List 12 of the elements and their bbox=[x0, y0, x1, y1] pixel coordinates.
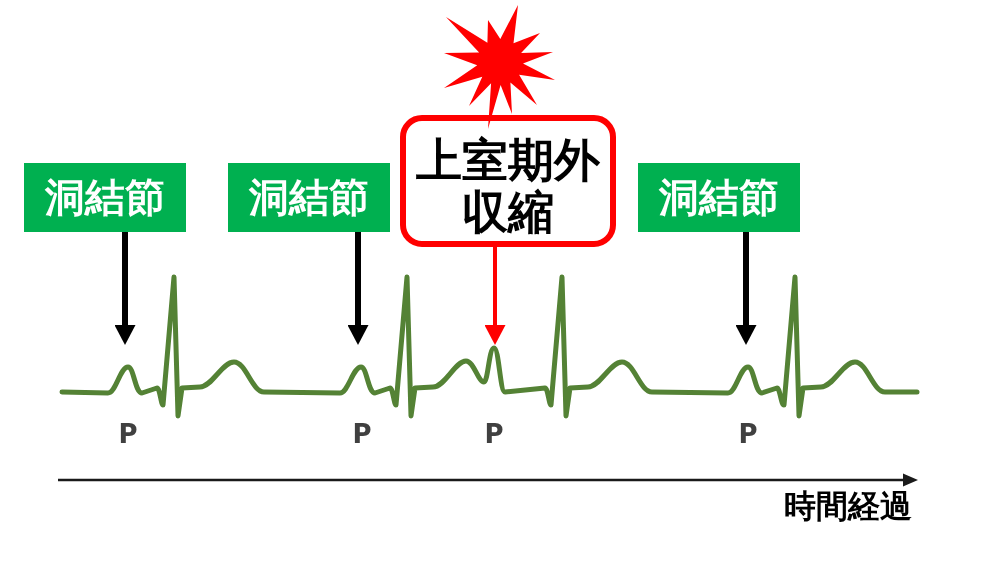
callout-box: 上室期外収縮 bbox=[400, 115, 616, 247]
arrow bbox=[484, 247, 506, 345]
axis-label: 時間経過 bbox=[784, 487, 912, 525]
arrow bbox=[347, 232, 369, 345]
wave-label: P bbox=[484, 420, 504, 450]
arrow bbox=[114, 232, 136, 345]
label-box: 洞結節 bbox=[638, 163, 800, 232]
label-box: 洞結節 bbox=[24, 163, 186, 232]
wave-label: P bbox=[738, 420, 758, 450]
wave-label: P bbox=[352, 420, 372, 450]
wave-label: P bbox=[118, 420, 138, 450]
label-box: 洞結節 bbox=[228, 163, 390, 232]
